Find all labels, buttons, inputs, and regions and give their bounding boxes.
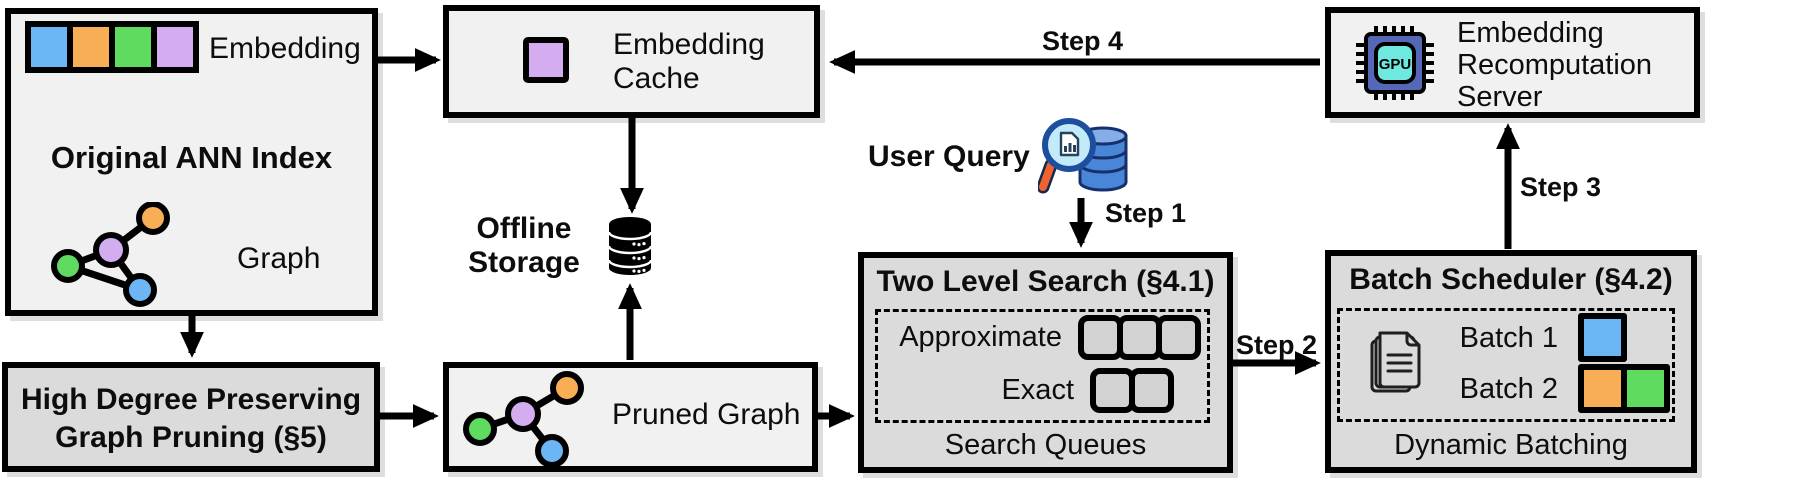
queue-slot xyxy=(1117,315,1162,360)
pruned-graph-label: Pruned Graph xyxy=(612,398,801,431)
dynamic-batching-panel: Batch 1 Batch 2 xyxy=(1337,308,1675,422)
batch1-label: Batch 1 xyxy=(1459,322,1558,354)
embedding-cell-green xyxy=(115,27,151,67)
two-level-search-title: Two Level Search (§4.1) xyxy=(876,265,1215,298)
recomputation-server-label: Embedding Recomputation Server xyxy=(1457,17,1653,113)
user-query-label: User Query xyxy=(868,140,1030,173)
batch2-label: Batch 2 xyxy=(1459,373,1558,405)
search-queues-panel: Approximate Exact xyxy=(875,309,1210,423)
pruned-graph-box: Pruned Graph xyxy=(443,362,818,472)
two-level-search-box: Two Level Search (§4.1) Approximate Exac… xyxy=(858,252,1233,473)
embedding-cache-box: Embedding Cache xyxy=(443,5,820,118)
high-degree-pruning-title: High Degree Preserving Graph Pruning (§5… xyxy=(20,383,362,454)
step3-label: Step 3 xyxy=(1520,172,1602,202)
dynamic-batching-label: Dynamic Batching xyxy=(1394,429,1628,461)
embedding-vector-icon xyxy=(25,21,199,73)
gpu-chip-icon: GPU xyxy=(1356,26,1434,100)
step1-label: Step 1 xyxy=(1105,198,1187,228)
batch2-item-orange xyxy=(1578,364,1627,413)
batch2-item-green xyxy=(1621,364,1670,413)
user-query-icon xyxy=(1038,118,1128,194)
step2-label: Step 2 xyxy=(1236,330,1318,360)
embedding-cell-purple xyxy=(157,27,193,67)
exact-queue-label: Exact xyxy=(1001,374,1074,406)
approximate-queue-slots xyxy=(1078,315,1201,360)
original-ann-index-box: Embedding Original ANN Index Graph xyxy=(5,8,378,316)
embedding-cell-orange xyxy=(73,27,109,67)
embedding-cell-blue xyxy=(31,27,67,67)
high-degree-pruning-box: High Degree Preserving Graph Pruning (§5… xyxy=(2,362,380,472)
search-queues-label: Search Queues xyxy=(944,429,1147,461)
documents-icon xyxy=(1370,331,1421,393)
batch1-squares xyxy=(1578,313,1627,362)
queue-slot xyxy=(1156,315,1201,360)
batch-scheduler-title: Batch Scheduler (§4.2) xyxy=(1349,263,1673,296)
embedding-cache-label: Embedding Cache xyxy=(613,28,765,96)
gpu-text: GPU xyxy=(1379,56,1412,73)
batch1-item-blue xyxy=(1578,313,1627,362)
graph-icon xyxy=(51,202,170,307)
step4-label: Step 4 xyxy=(1042,26,1124,56)
offline-storage-database-icon xyxy=(607,217,653,275)
embedding-label: Embedding xyxy=(209,32,361,65)
recomputation-server-box: GPU Embedding Recomputation Server xyxy=(1325,7,1700,118)
pruned-graph-icon xyxy=(463,371,584,468)
offline-storage-label: Offline Storage xyxy=(468,212,580,280)
original-ann-index-title: Original ANN Index xyxy=(50,140,333,175)
approximate-queue-label: Approximate xyxy=(899,321,1062,353)
batch2-squares xyxy=(1578,364,1670,413)
cached-embedding-icon xyxy=(523,37,569,83)
queue-slot xyxy=(1129,368,1174,413)
graph-label: Graph xyxy=(237,242,321,275)
exact-queue-slots xyxy=(1090,368,1174,413)
batch-scheduler-box: Batch Scheduler (§4.2) Batch 1 Ba xyxy=(1325,250,1697,473)
